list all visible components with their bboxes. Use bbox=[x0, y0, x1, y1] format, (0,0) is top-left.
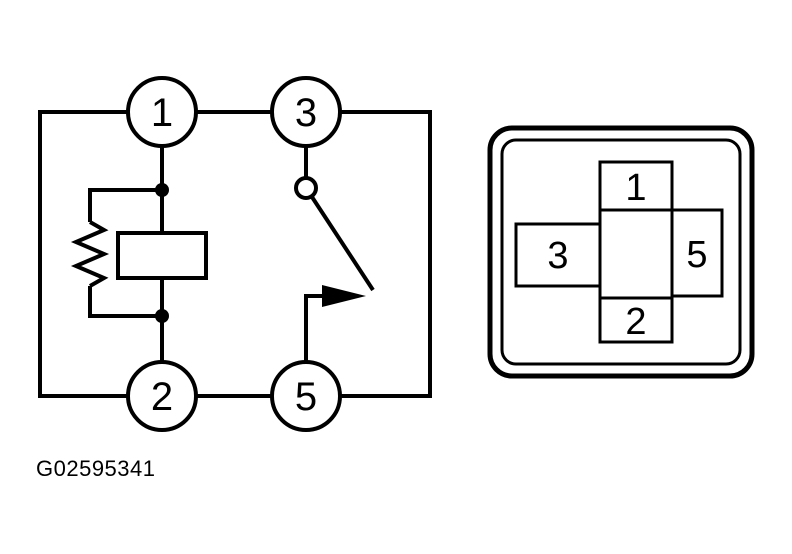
connector-face bbox=[487, 125, 755, 379]
wire-left-loop bbox=[38, 110, 128, 398]
terminal-2-label: 2 bbox=[151, 375, 173, 419]
wire-resistor-branch bbox=[88, 188, 162, 318]
wire-right-loop bbox=[340, 110, 432, 398]
cavity-center bbox=[598, 208, 674, 300]
coil-symbol bbox=[116, 231, 208, 280]
cavity-3 bbox=[514, 222, 602, 288]
wire-5-up bbox=[304, 294, 326, 362]
cavity-1 bbox=[598, 160, 674, 212]
terminal-5: 5 bbox=[270, 360, 342, 432]
terminal-3: 3 bbox=[270, 76, 342, 148]
junction-dot-top bbox=[155, 183, 169, 197]
cavity-2 bbox=[598, 296, 674, 344]
figure-reference-code: G02595341 bbox=[36, 456, 156, 481]
cavity-5 bbox=[670, 208, 724, 298]
cavity-5-label: 5 bbox=[686, 234, 707, 276]
terminal-2: 2 bbox=[126, 360, 198, 432]
cavity-3-label: 3 bbox=[547, 235, 568, 277]
terminal-5-label: 5 bbox=[295, 375, 317, 419]
switch-pivot bbox=[294, 176, 318, 200]
switch-contact-arrow bbox=[322, 285, 366, 307]
cavity-2-label: 2 bbox=[625, 301, 646, 343]
junction-dot-bottom bbox=[155, 309, 169, 323]
terminal-1-label: 1 bbox=[151, 91, 173, 135]
terminal-1: 1 bbox=[126, 76, 198, 148]
switch-blade bbox=[310, 195, 375, 292]
resistor-symbol bbox=[70, 220, 110, 288]
cavity-1-label: 1 bbox=[625, 167, 646, 209]
connector-inner-shell bbox=[500, 138, 742, 366]
relay-schematic bbox=[38, 110, 432, 398]
terminal-3-label: 3 bbox=[295, 91, 317, 135]
connector-outer-shell bbox=[487, 125, 755, 379]
